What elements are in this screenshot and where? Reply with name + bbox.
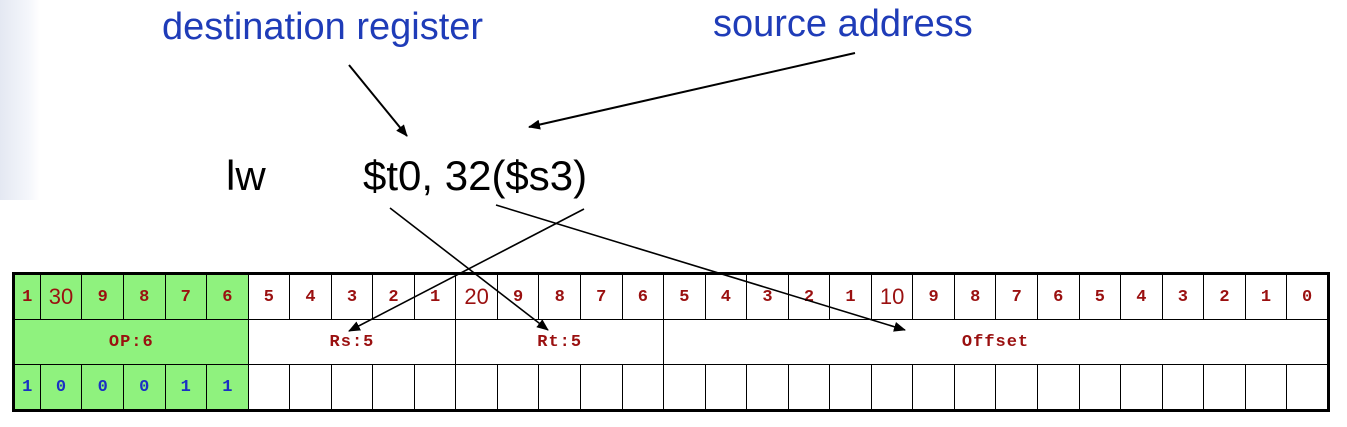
empty-value-cell	[372, 364, 415, 411]
bit-index-cell: 8	[122, 273, 166, 320]
bit-index-cell: 8	[538, 273, 581, 320]
arrow-32-to-offset	[495, 204, 906, 332]
bit-index-cell: 6	[621, 273, 665, 320]
bit-index-cell: 7	[164, 273, 208, 320]
empty-value-cell	[1203, 364, 1246, 411]
destination-register-label: destination register	[162, 6, 484, 48]
slide-left-shade	[0, 0, 40, 200]
bit-index-cell: 6	[206, 273, 249, 320]
source-address-label: source address	[713, 3, 973, 45]
bit-index-cell: 1	[13, 273, 41, 320]
empty-value-cell	[870, 364, 914, 411]
op-value-bit: 1	[13, 364, 41, 411]
op-value-bit: 1	[206, 364, 249, 411]
bit-index-cell: 0	[1286, 273, 1329, 320]
bit-index-cell: 5	[247, 273, 291, 320]
bit-index-cell: 3	[330, 273, 374, 320]
op-field-cell: OP:6	[13, 319, 249, 365]
bit-index-cell: 7	[579, 273, 623, 320]
empty-value-cell	[787, 364, 831, 411]
rs-field-cell: Rs:5	[247, 319, 457, 365]
instruction-operands: $t0, 32($s3)	[363, 152, 588, 199]
instruction-opcode: lw	[226, 152, 266, 199]
op-value-bit: 1	[164, 364, 208, 411]
bit-index-cell: 30	[39, 273, 83, 320]
arrow-s3-to-rs	[348, 208, 585, 332]
op-value-bit: 0	[81, 364, 124, 411]
bit-index-cell: 2	[372, 273, 415, 320]
empty-value-cell	[1036, 364, 1080, 411]
empty-value-cell	[663, 364, 706, 411]
arrow-t0-to-rt	[389, 207, 549, 331]
bit-index-cell: 3	[746, 273, 789, 320]
bit-index-cell: 1	[1244, 273, 1288, 320]
bit-index-cell: 9	[912, 273, 955, 320]
empty-value-cell	[621, 364, 665, 411]
bit-index-cell: 2	[1203, 273, 1246, 320]
empty-value-cell	[289, 364, 332, 411]
op-value-bit: 0	[39, 364, 83, 411]
arrow-source-label-to-32	[528, 52, 856, 130]
arrow-dest-label-to-t0	[348, 64, 408, 137]
empty-value-cell	[455, 364, 498, 411]
empty-value-cell	[579, 364, 623, 411]
bit-index-cell: 7	[995, 273, 1038, 320]
rt-field-cell: Rt:5	[455, 319, 665, 365]
empty-value-cell	[330, 364, 374, 411]
empty-value-cell	[912, 364, 955, 411]
bit-index-cell: 3	[1161, 273, 1205, 320]
bit-index-cell: 8	[953, 273, 997, 320]
empty-value-cell	[1286, 364, 1329, 411]
op-value-bit: 0	[122, 364, 166, 411]
empty-value-cell	[1078, 364, 1122, 411]
